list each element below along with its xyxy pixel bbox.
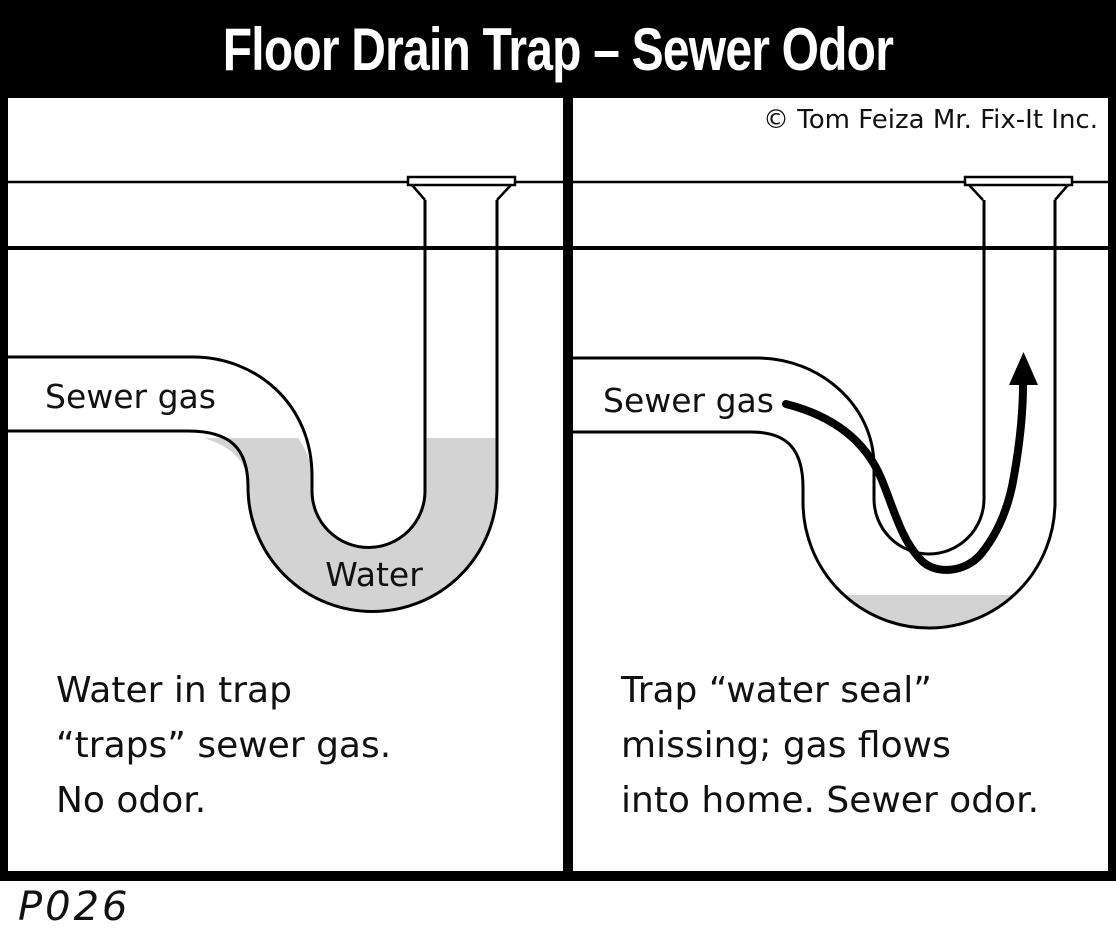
copyright-text: © Tom Feiza Mr. Fix-It Inc. <box>763 105 1098 135</box>
drawing-code: P026 <box>18 884 131 930</box>
flange-side <box>1054 184 1069 201</box>
gas-flow-arrowhead-icon <box>1009 352 1038 385</box>
caption-line: into home. Sewer odor. <box>621 780 1040 821</box>
diagram-frame: Sewer gas Water Water in trap “traps” se… <box>0 98 1116 881</box>
flange-side <box>968 184 984 201</box>
page-title: Floor Drain Trap – Sewer Odor <box>222 15 894 83</box>
water-label: Water <box>325 555 423 594</box>
drain-flange-icon <box>963 175 1074 187</box>
sewer-gas-label: Sewer gas <box>603 381 774 420</box>
panel-divider <box>563 98 573 871</box>
left-trap-drawing: Sewer gas Water <box>8 175 563 613</box>
right-panel-trap-missing-seal: Sewer gas © Tom Feiza Mr. Fix-It Inc. Tr… <box>573 98 1108 871</box>
left-caption: Water in trap “traps” sewer gas. No odor… <box>56 663 391 828</box>
caption-line: Water in trap <box>56 670 292 711</box>
sewer-gas-label: Sewer gas <box>45 377 216 416</box>
caption-line: “traps” sewer gas. <box>56 725 392 766</box>
right-trap-drawing: Sewer gas <box>573 175 1108 630</box>
drain-flange-icon <box>406 175 517 187</box>
sewer-pipe-outer-wall <box>8 200 499 613</box>
sewer-pipe-inner-wall <box>8 200 427 549</box>
caption-line: missing; gas flows <box>621 725 951 766</box>
right-caption: Trap “water seal” missing; gas flows int… <box>621 663 1039 828</box>
flange-side <box>496 184 512 201</box>
gas-flow-arrow-icon <box>782 381 1027 574</box>
sewer-pipe-outer-wall <box>573 200 1057 630</box>
title-bar: Floor Drain Trap – Sewer Odor <box>0 0 1116 98</box>
caption-line: No odor. <box>56 780 207 821</box>
flange-side <box>411 184 426 201</box>
left-panel-trap-with-water: Sewer gas Water Water in trap “traps” se… <box>8 98 563 871</box>
trap-water-fill <box>204 438 497 612</box>
caption-line: Trap “water seal” <box>621 670 932 711</box>
sewer-pipe-inner-wall <box>573 200 986 556</box>
